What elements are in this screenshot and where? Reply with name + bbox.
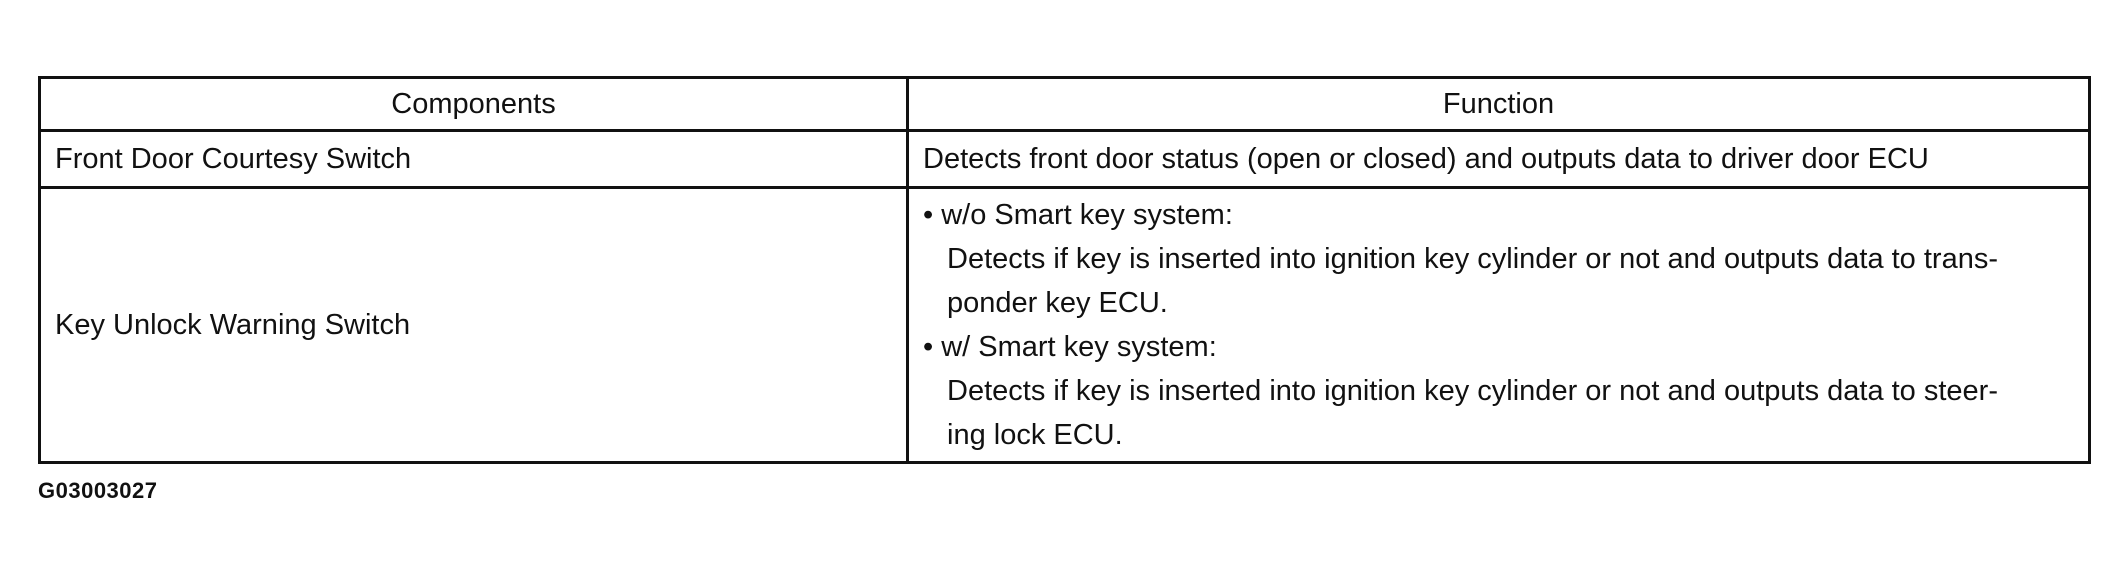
header-components: Components (38, 76, 909, 132)
figure-id: G03003027 (38, 478, 158, 503)
bullet-item-without-smart-key: • w/o Smart key system: (923, 199, 1233, 231)
description-line: ing lock ECU. (947, 419, 1123, 451)
description-line: ponder key ECU. (947, 287, 1168, 319)
component-cell: Key Unlock Warning Switch (38, 186, 909, 464)
table-row: Key Unlock Warning Switch • w/o Smart ke… (38, 186, 2091, 464)
description-line: Detects if key is inserted into ignition… (947, 375, 1998, 407)
table-row: Front Door Courtesy Switch Detects front… (38, 129, 2091, 189)
header-function: Function (906, 76, 2091, 132)
components-function-table: Components Function Front Door Courtesy … (38, 76, 2091, 464)
component-cell: Front Door Courtesy Switch (38, 129, 909, 189)
table-header-row: Components Function (38, 76, 2091, 132)
description-line: Detects if key is inserted into ignition… (947, 243, 1998, 275)
function-cell: Detects front door status (open or close… (906, 129, 2091, 189)
components-table-container: Components Function Front Door Courtesy … (38, 76, 2091, 464)
function-cell: • w/o Smart key system: Detects if key i… (906, 186, 2091, 464)
bullet-item-with-smart-key: • w/ Smart key system: (923, 331, 1217, 363)
